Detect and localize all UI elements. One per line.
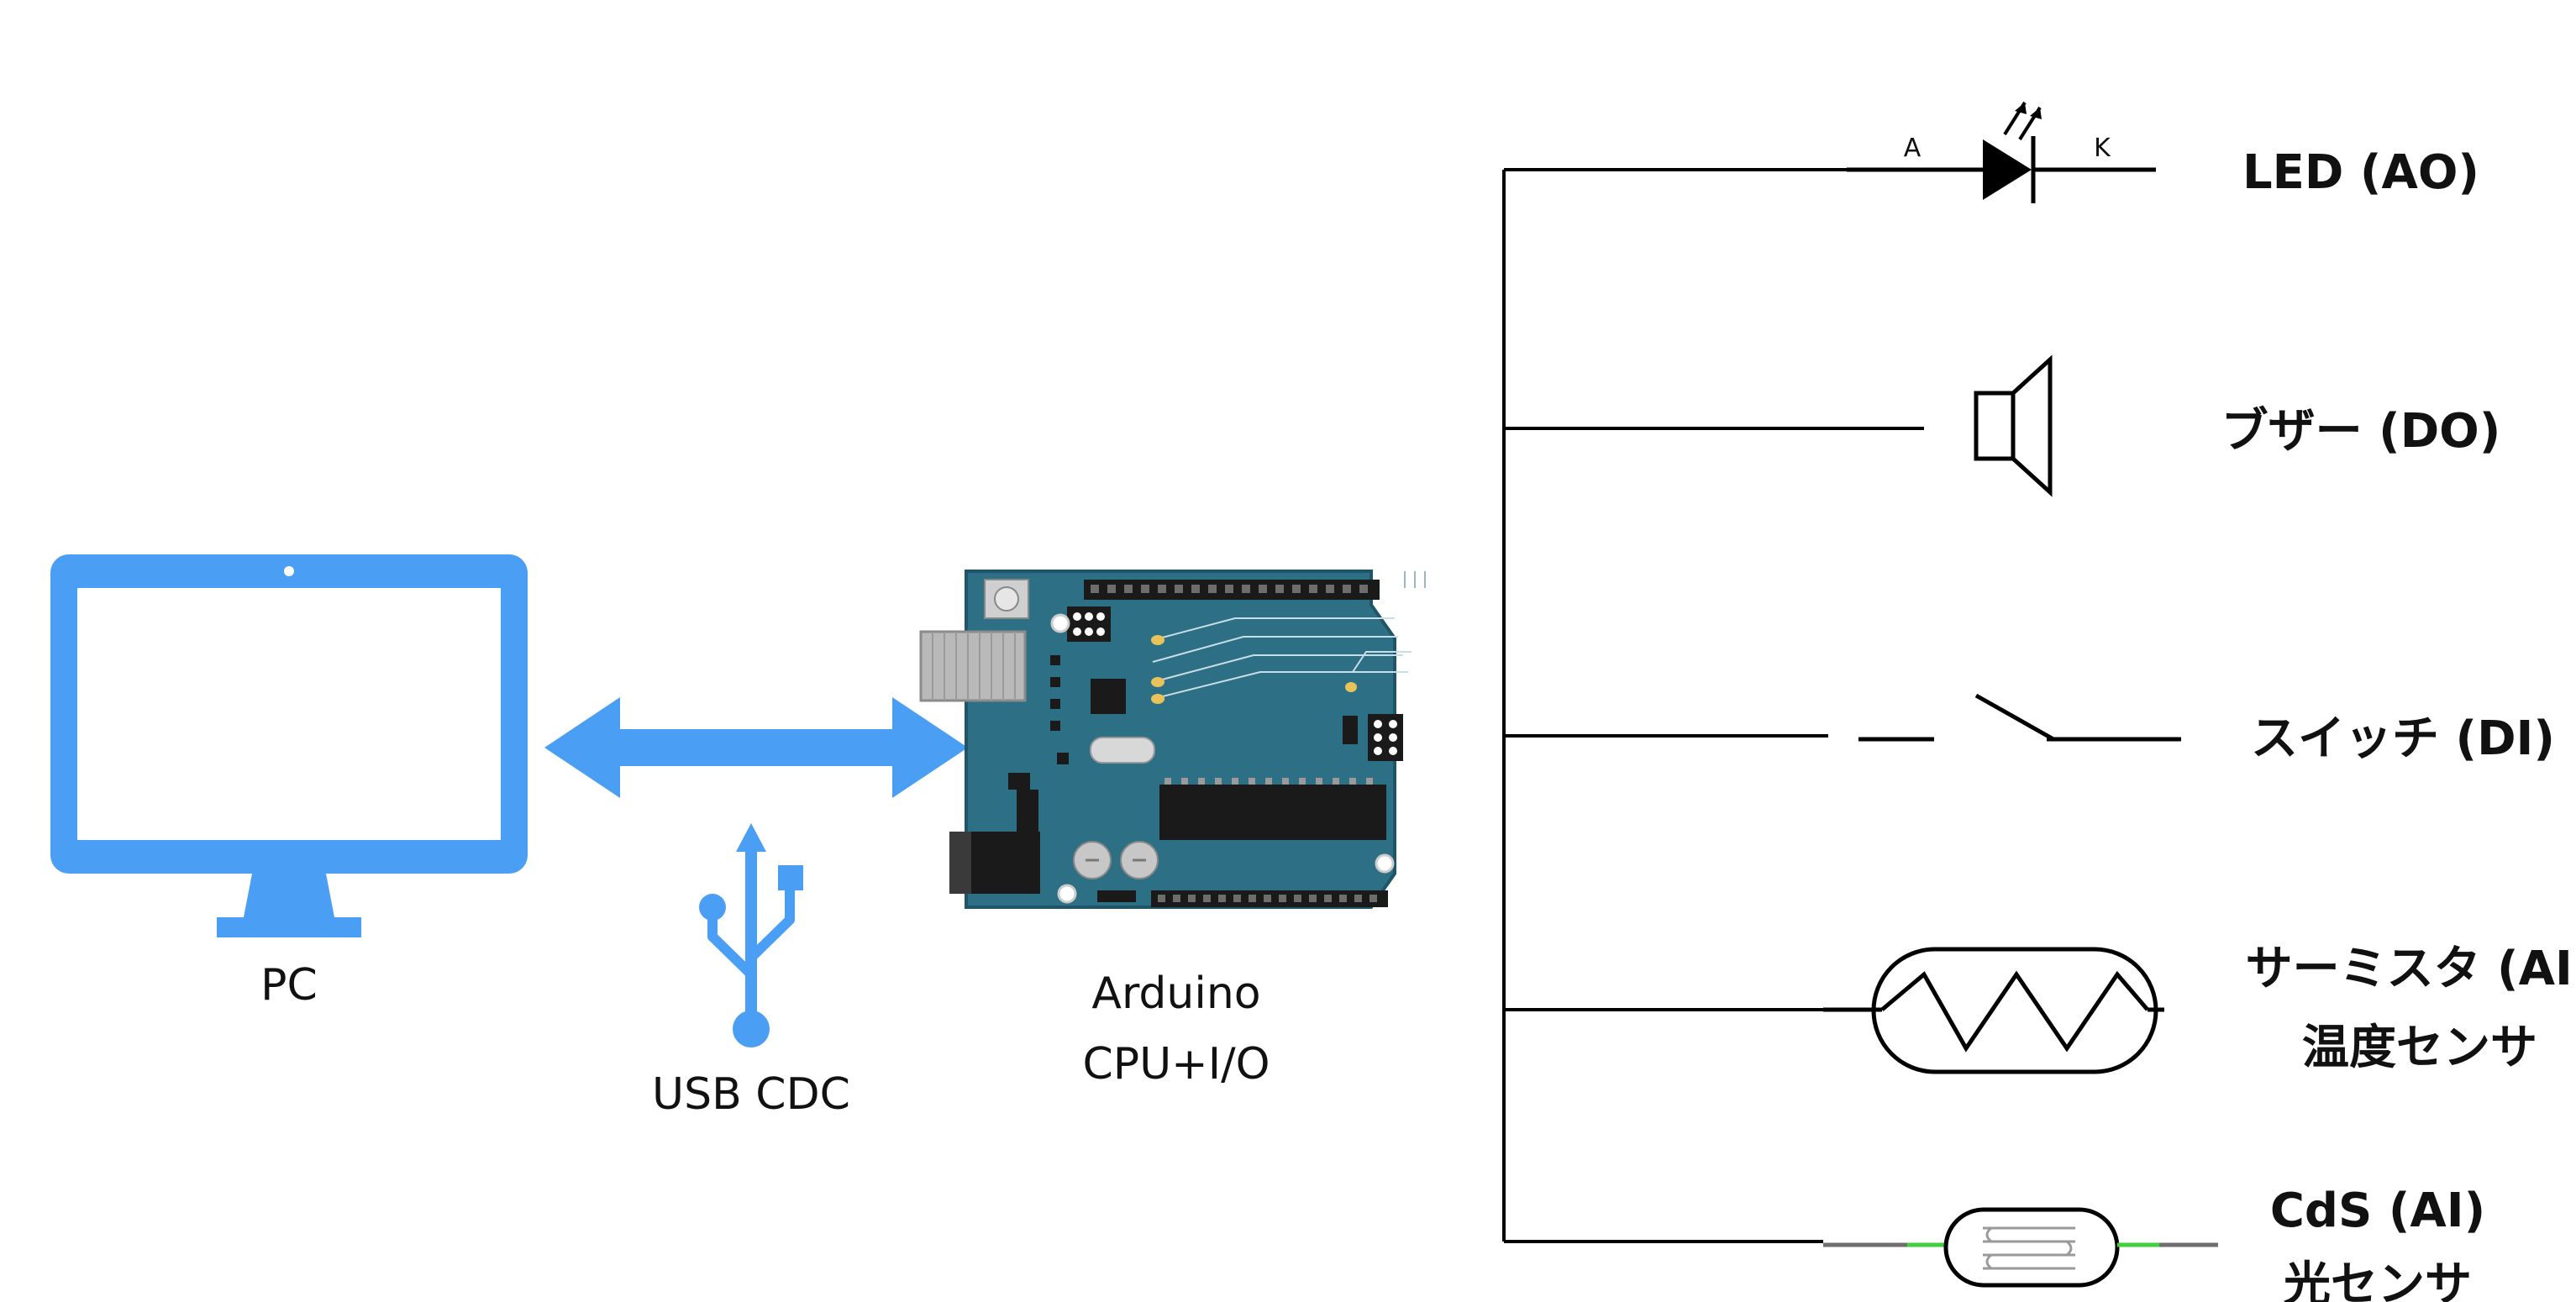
double-arrow-icon: [544, 697, 968, 798]
led-symbol-icon: [1847, 101, 2156, 203]
buzzer-label: ブザー (DO): [2221, 404, 2501, 459]
photoresistor-symbol-icon: [1823, 1207, 2218, 1288]
led-label: LED (AO): [2242, 145, 2479, 200]
pc-label: PC: [260, 960, 318, 1011]
switch-symbol-icon: [1858, 693, 2181, 742]
thermistor-symbol-icon: [1823, 947, 2164, 1074]
usb-icon: [699, 823, 803, 1047]
switch-label: スイッチ (DI): [2251, 711, 2555, 766]
bus-wiring: [1502, 168, 1924, 1243]
thermistor-label-line2: 温度センサ: [2302, 1021, 2537, 1075]
cds-label-line1: CdS (AI): [2270, 1184, 2485, 1238]
arduino-label-line2: CPU+I/O: [1082, 1039, 1270, 1089]
monitor-icon: [50, 554, 528, 937]
cds-label-line2: 光センサ: [2284, 1257, 2472, 1302]
arduino-board-icon: [919, 570, 1426, 909]
usb-label: USB CDC: [652, 1069, 850, 1120]
thermistor-label-line1: サーミスタ (AI): [2246, 942, 2576, 996]
led-pin-k-label: K: [2094, 134, 2111, 163]
led-pin-a-label: A: [1904, 134, 1921, 163]
speaker-symbol-icon: [1974, 354, 2053, 497]
arduino-label-line1: Arduino: [1091, 969, 1260, 1019]
